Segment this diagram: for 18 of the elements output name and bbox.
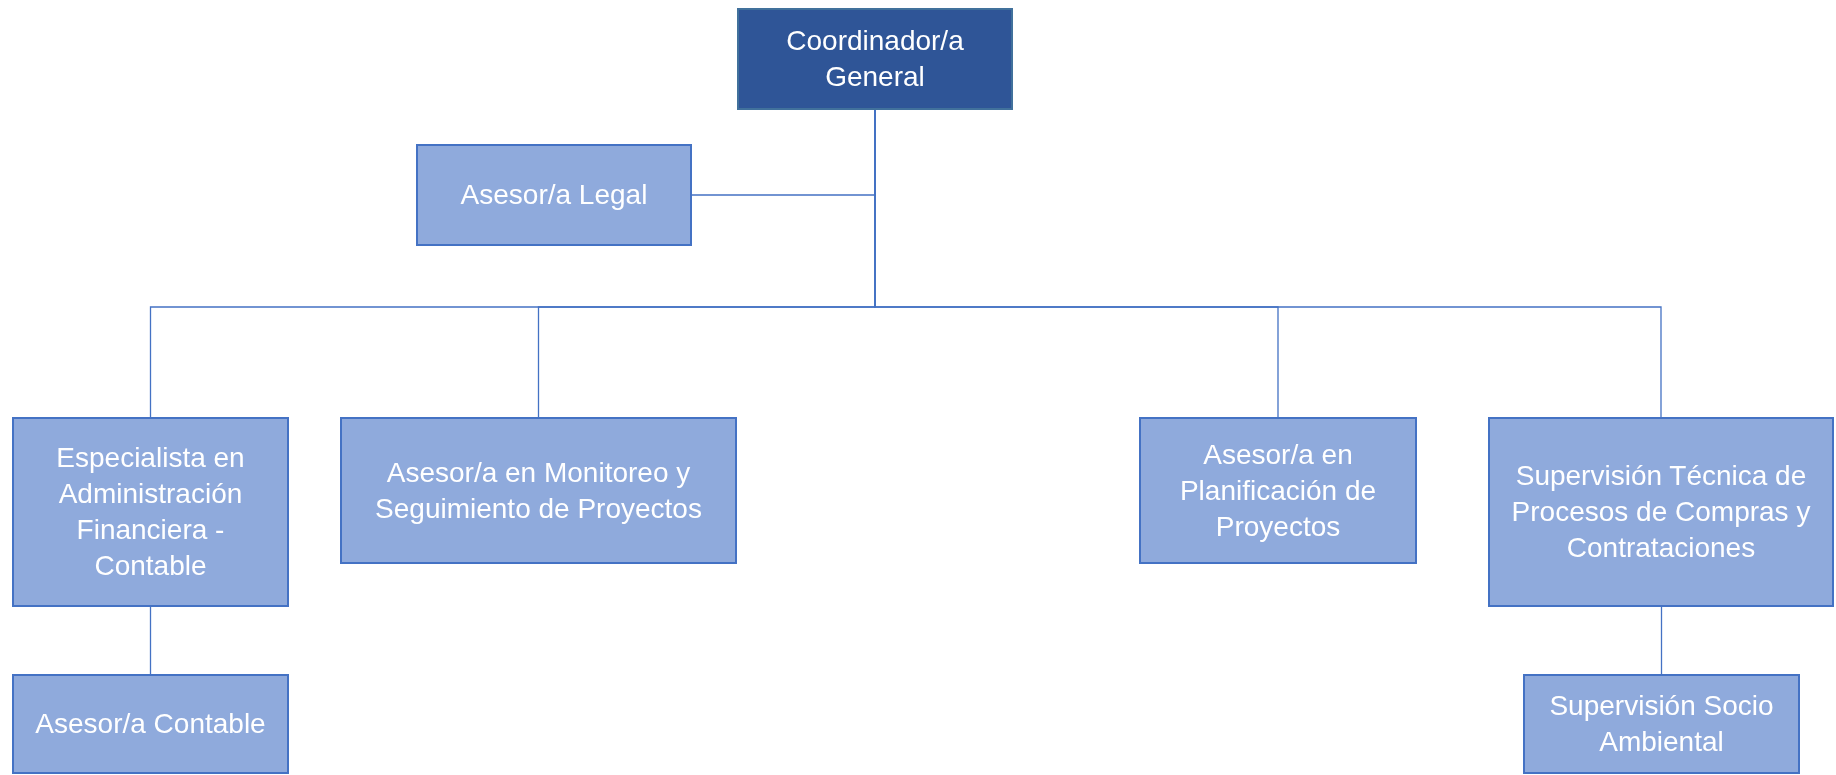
org-box <box>12 417 289 607</box>
role-title: Coordinador/a General <box>785 24 965 94</box>
org-box <box>1139 417 1417 564</box>
org-box <box>340 417 737 564</box>
role-title: Especialista en Administración Financiera - Contable <box>55 441 246 583</box>
role-title: Asesor/a Legal <box>460 178 648 212</box>
org-box <box>1488 417 1834 607</box>
role-title: Asesor/a Contable <box>35 707 266 741</box>
role-title: Asesor/a en Planificación de Proyectos <box>1178 437 1378 544</box>
org-box <box>737 8 1013 110</box>
role-title: Supervisión Técnica de Procesos de Compras y Contrataciones <box>1510 459 1812 565</box>
org-box <box>12 674 289 774</box>
role-title: Supervisión Socio Ambiental <box>1548 689 1775 759</box>
org-box <box>1523 674 1800 774</box>
connector-line <box>149 606 152 675</box>
role-title: Asesor/a en Monitoreo y Seguimiento de Proyectos <box>374 455 703 526</box>
org-box <box>416 144 692 246</box>
connector-line <box>1660 606 1663 675</box>
